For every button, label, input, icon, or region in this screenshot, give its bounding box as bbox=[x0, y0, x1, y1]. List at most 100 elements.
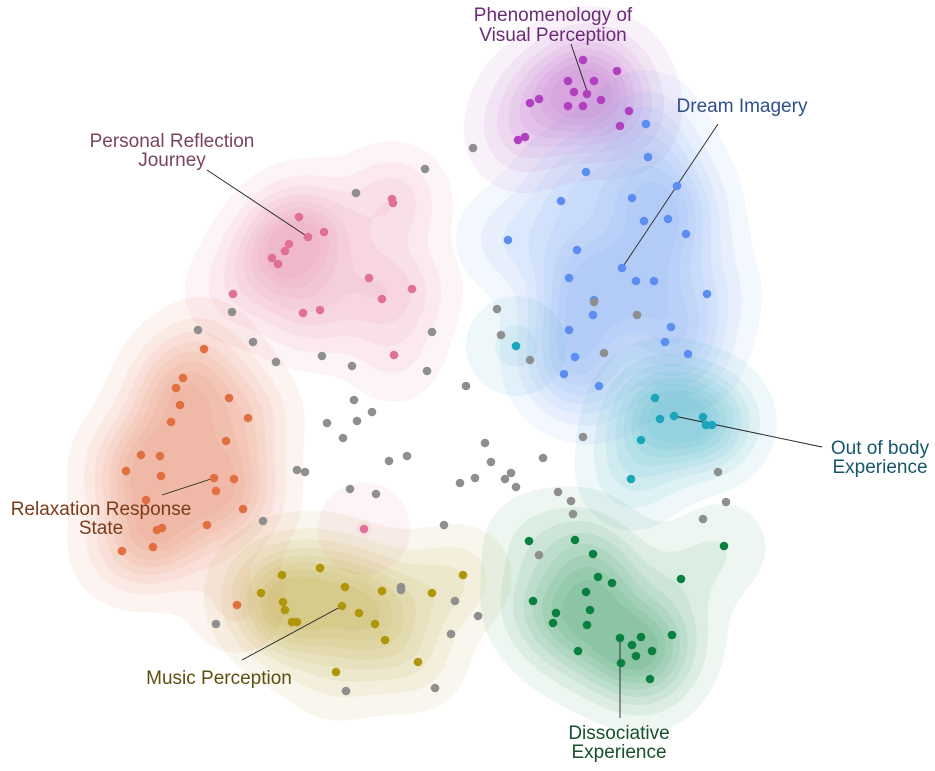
data-point bbox=[389, 350, 399, 360]
data-point bbox=[632, 310, 642, 320]
data-point bbox=[331, 667, 341, 677]
density-band bbox=[480, 486, 766, 734]
data-point bbox=[698, 412, 708, 422]
data-point bbox=[351, 188, 361, 198]
data-point bbox=[683, 349, 693, 359]
data-point bbox=[568, 509, 578, 519]
data-point bbox=[345, 484, 355, 494]
density-band bbox=[130, 384, 237, 543]
data-point bbox=[359, 524, 369, 534]
data-point bbox=[496, 330, 506, 340]
data-point bbox=[599, 348, 609, 358]
density-band bbox=[481, 91, 742, 426]
data-point bbox=[564, 273, 574, 283]
density-band bbox=[551, 566, 666, 677]
data-point bbox=[407, 284, 417, 294]
data-point bbox=[556, 196, 566, 206]
points-relaxation-response-state bbox=[117, 344, 253, 610]
density-band bbox=[465, 295, 777, 531]
data-point bbox=[300, 467, 310, 477]
data-point bbox=[645, 674, 655, 684]
density-band bbox=[605, 363, 750, 492]
cluster-label-line: Out of body bbox=[831, 438, 930, 459]
data-point bbox=[121, 466, 131, 476]
data-point bbox=[612, 66, 622, 76]
data-point bbox=[660, 337, 670, 347]
cluster-label-line: Dissociative bbox=[568, 723, 669, 744]
density-band bbox=[523, 532, 688, 698]
leader-line bbox=[570, 43, 589, 95]
data-point bbox=[211, 486, 221, 496]
points-music-perception bbox=[256, 563, 468, 677]
data-point bbox=[589, 76, 599, 86]
density-music-perception bbox=[203, 510, 512, 721]
density-band bbox=[221, 528, 487, 698]
data-point bbox=[573, 646, 583, 656]
data-point bbox=[178, 373, 188, 383]
data-points bbox=[117, 55, 731, 696]
data-point bbox=[315, 563, 325, 573]
data-point bbox=[166, 417, 176, 427]
data-point bbox=[511, 341, 521, 351]
data-point bbox=[672, 181, 682, 191]
data-point bbox=[446, 629, 456, 639]
data-point bbox=[273, 259, 283, 269]
data-point bbox=[370, 619, 380, 629]
density-band bbox=[253, 562, 404, 651]
data-point bbox=[292, 465, 302, 475]
data-point bbox=[232, 600, 242, 610]
data-point bbox=[627, 193, 637, 203]
data-point bbox=[136, 450, 146, 460]
data-point bbox=[248, 337, 258, 347]
data-point bbox=[156, 471, 166, 481]
points-personal-reflection-journey bbox=[228, 194, 417, 534]
data-point bbox=[152, 525, 162, 535]
cluster-label: Music Perception bbox=[146, 668, 292, 689]
data-point bbox=[616, 658, 626, 668]
data-point bbox=[349, 395, 359, 405]
data-point bbox=[719, 541, 729, 551]
data-point bbox=[649, 276, 659, 286]
leader-line bbox=[673, 415, 823, 448]
data-point bbox=[430, 683, 440, 693]
density-band bbox=[503, 106, 729, 415]
data-point bbox=[228, 289, 238, 299]
data-point bbox=[155, 451, 165, 461]
data-point bbox=[468, 143, 478, 153]
data-point bbox=[594, 381, 604, 391]
data-point bbox=[377, 294, 387, 304]
data-point bbox=[676, 574, 686, 584]
density-band bbox=[267, 576, 380, 631]
points-out-of-body-experience bbox=[511, 341, 717, 484]
density-band bbox=[243, 201, 388, 312]
data-point bbox=[524, 536, 534, 546]
density-band bbox=[224, 177, 427, 347]
data-point bbox=[352, 416, 362, 426]
data-point bbox=[148, 542, 158, 552]
data-point bbox=[284, 239, 294, 249]
data-point bbox=[589, 297, 599, 307]
points-unclustered bbox=[193, 143, 731, 696]
data-point bbox=[256, 588, 266, 598]
density-dissociative-experience bbox=[480, 486, 766, 734]
data-point bbox=[525, 355, 535, 365]
density-band bbox=[647, 396, 713, 444]
data-point bbox=[513, 135, 523, 145]
density-contours bbox=[66, 5, 777, 734]
data-point bbox=[258, 516, 268, 526]
data-point bbox=[578, 432, 588, 442]
data-point bbox=[624, 106, 634, 116]
density-band bbox=[639, 389, 721, 451]
leader-line bbox=[206, 169, 309, 238]
data-point bbox=[422, 366, 432, 376]
data-point bbox=[209, 473, 219, 483]
data-point bbox=[384, 456, 394, 466]
data-point bbox=[667, 630, 677, 640]
data-point bbox=[341, 686, 351, 696]
data-point bbox=[559, 369, 569, 379]
data-point bbox=[280, 246, 290, 256]
data-point bbox=[224, 393, 234, 403]
data-point bbox=[569, 87, 579, 97]
data-point bbox=[480, 438, 490, 448]
